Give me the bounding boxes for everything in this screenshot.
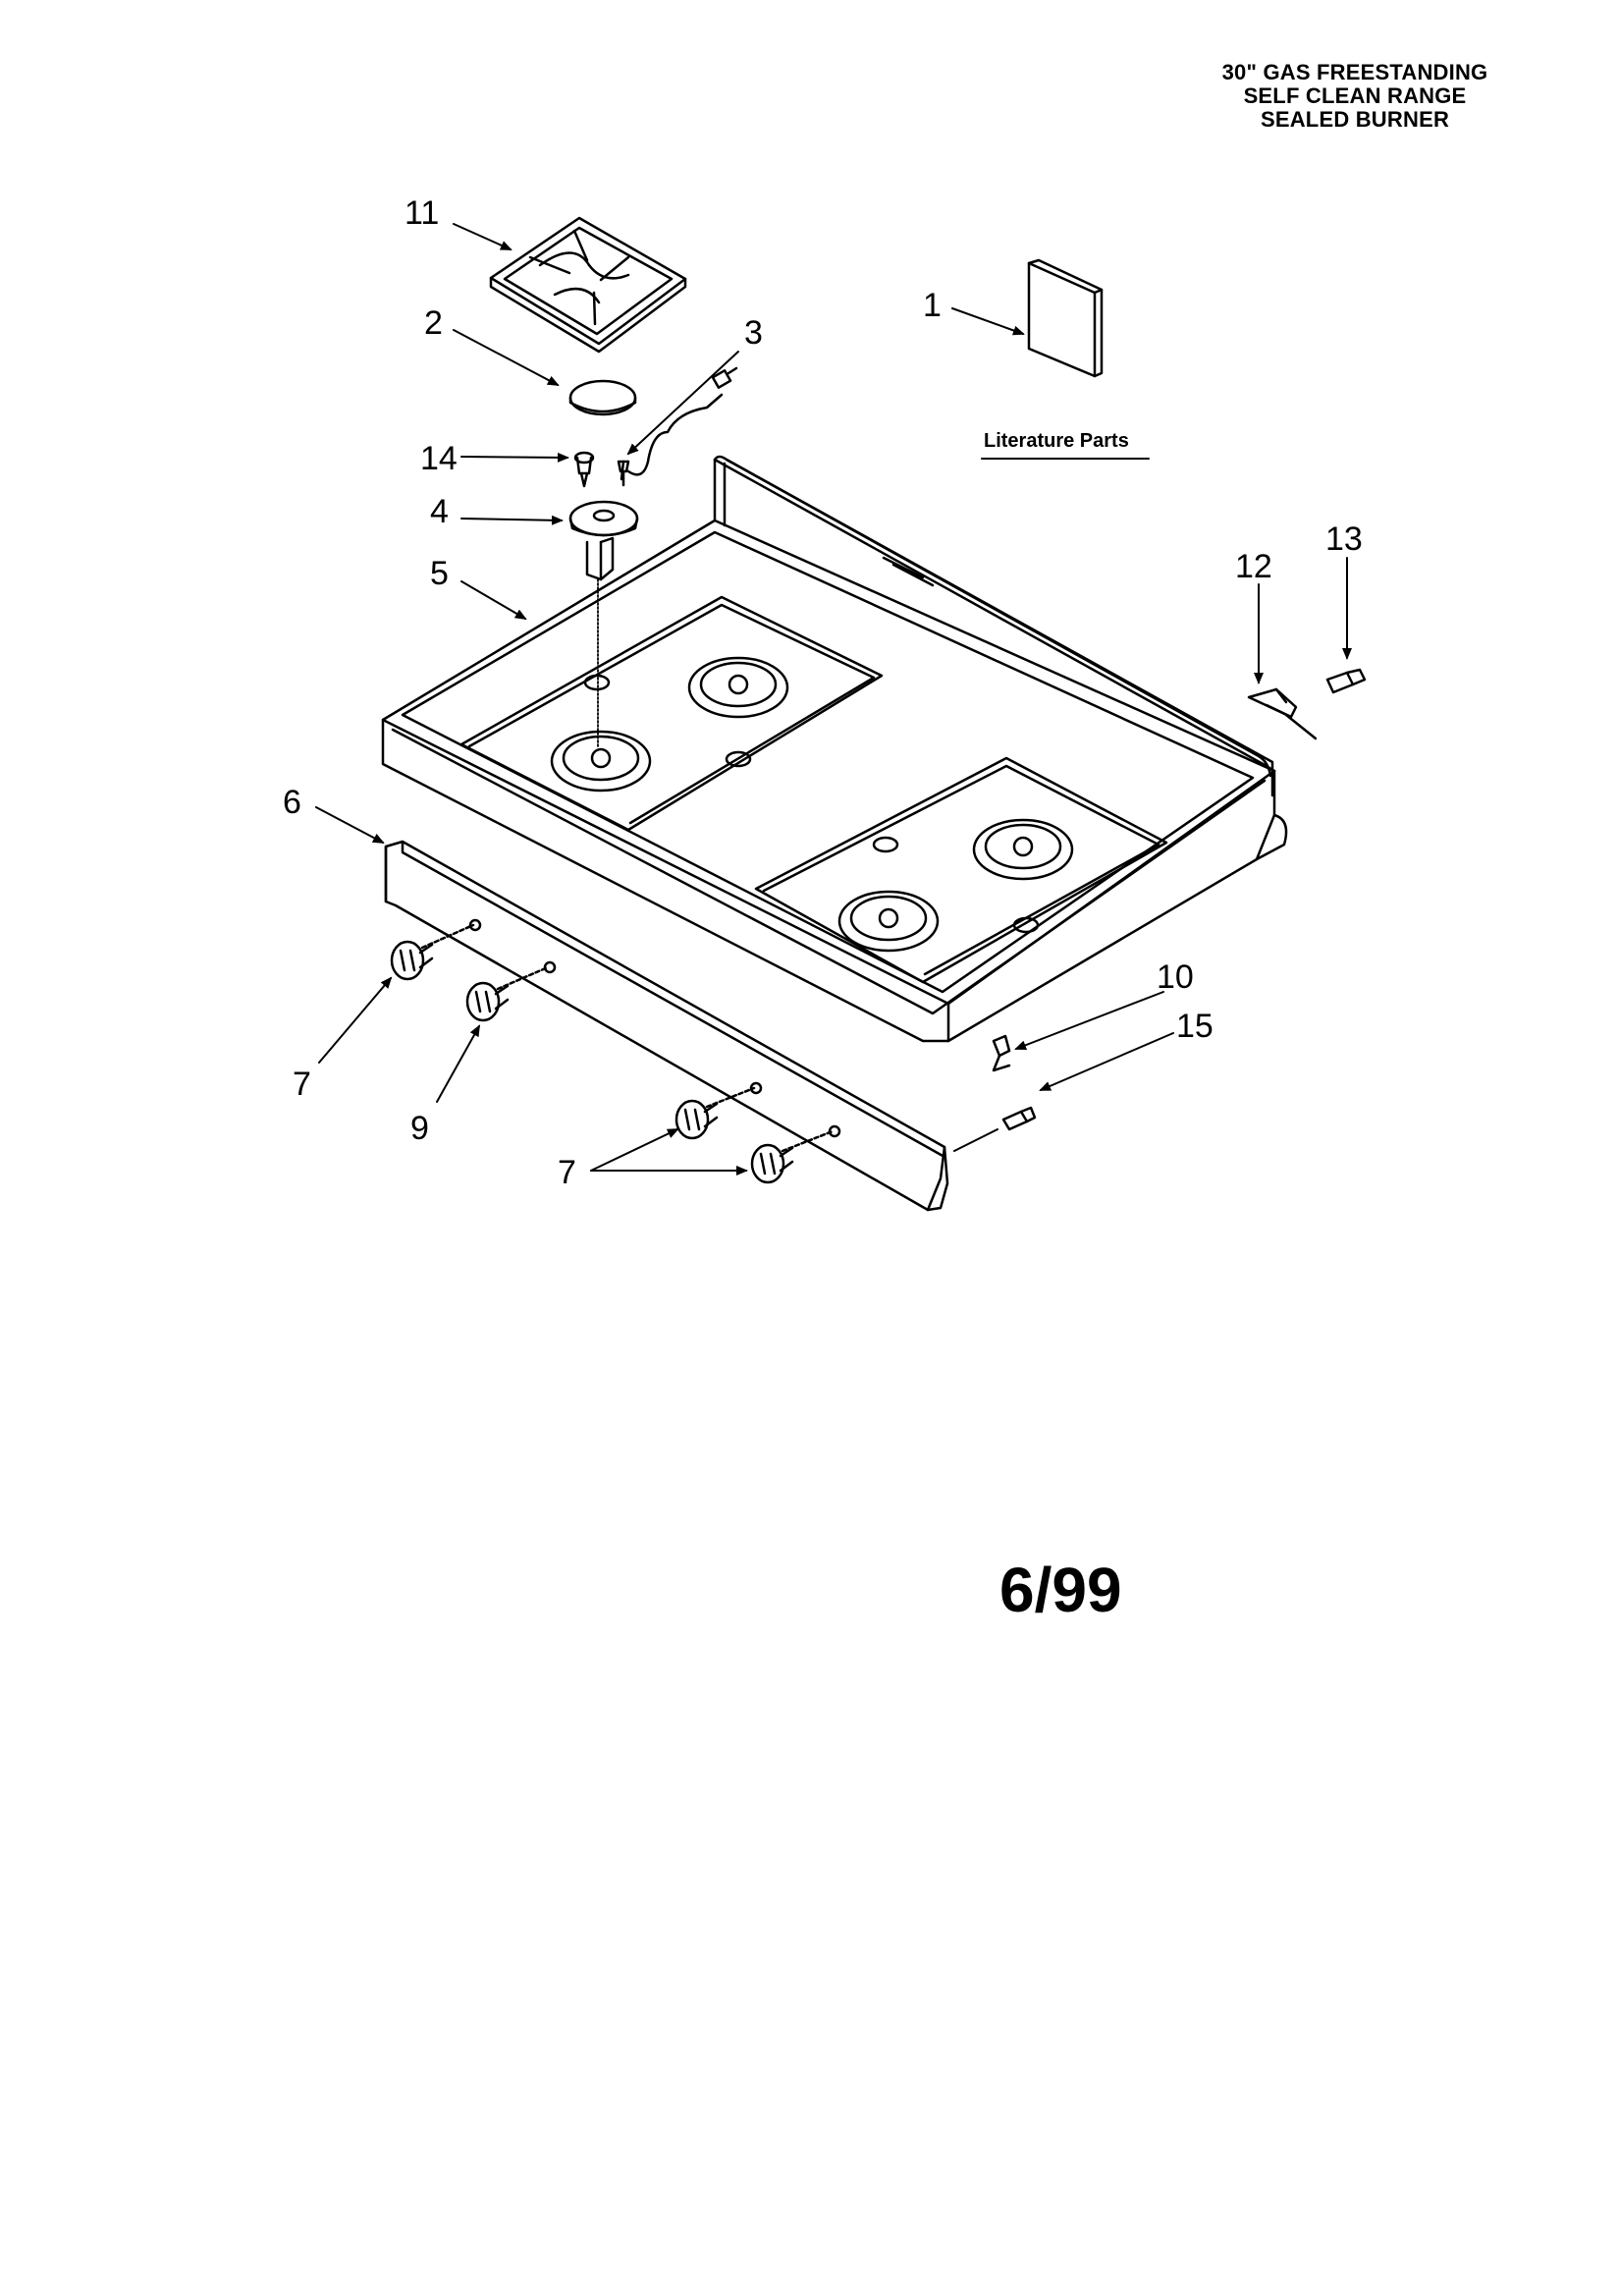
callout-7-left: 7 [293, 1066, 311, 1103]
screw-13 [1325, 668, 1367, 694]
callout-2: 2 [424, 304, 443, 342]
knob-right-center [674, 1099, 719, 1140]
callout-13: 13 [1325, 520, 1363, 558]
burner-cap [568, 379, 637, 416]
callout-4: 4 [430, 493, 449, 530]
burner-base [568, 500, 639, 581]
callout-10: 10 [1157, 958, 1194, 996]
bracket-12 [1247, 687, 1318, 740]
knob-right [750, 1143, 794, 1184]
burner-grate [489, 216, 687, 354]
burner-front-right [837, 890, 940, 953]
callout-5: 5 [430, 555, 449, 592]
callout-3: 3 [744, 314, 763, 352]
burner-front-left [550, 730, 652, 793]
screw-15 [1001, 1106, 1037, 1131]
knob-left-center [465, 981, 510, 1022]
callout-6: 6 [283, 784, 301, 821]
diagram-header: 30" GAS FREESTANDING SELF CLEAN RANGE SE… [1178, 61, 1532, 132]
burner-rear-right [972, 818, 1074, 881]
header-line-2: SELF CLEAN RANGE [1243, 83, 1467, 108]
callout-14: 14 [420, 440, 458, 477]
callout-11: 11 [404, 194, 439, 232]
screw-14 [573, 451, 595, 488]
igniter-wire [620, 366, 738, 481]
cooktop-assembly [381, 455, 1288, 1043]
header-line-1: 30" GAS FREESTANDING [1221, 60, 1488, 84]
callout-9: 9 [410, 1110, 429, 1147]
callout-15: 15 [1176, 1008, 1214, 1045]
leader-arrows [315, 223, 1352, 1175]
callout-12: 12 [1235, 548, 1272, 585]
knob-left [390, 940, 434, 981]
control-panel [384, 840, 949, 1212]
callout-1: 1 [923, 287, 942, 324]
header-line-3: SEALED BURNER [1260, 107, 1450, 132]
clip-10 [992, 1034, 1011, 1072]
revision-date: 6/99 [999, 1555, 1122, 1625]
burner-rear-left [687, 656, 789, 719]
literature-parts-label: Literature Parts [984, 430, 1129, 452]
literature-booklet [1027, 258, 1104, 378]
electrode-3 [617, 460, 630, 487]
callout-7-bottom: 7 [558, 1154, 576, 1191]
